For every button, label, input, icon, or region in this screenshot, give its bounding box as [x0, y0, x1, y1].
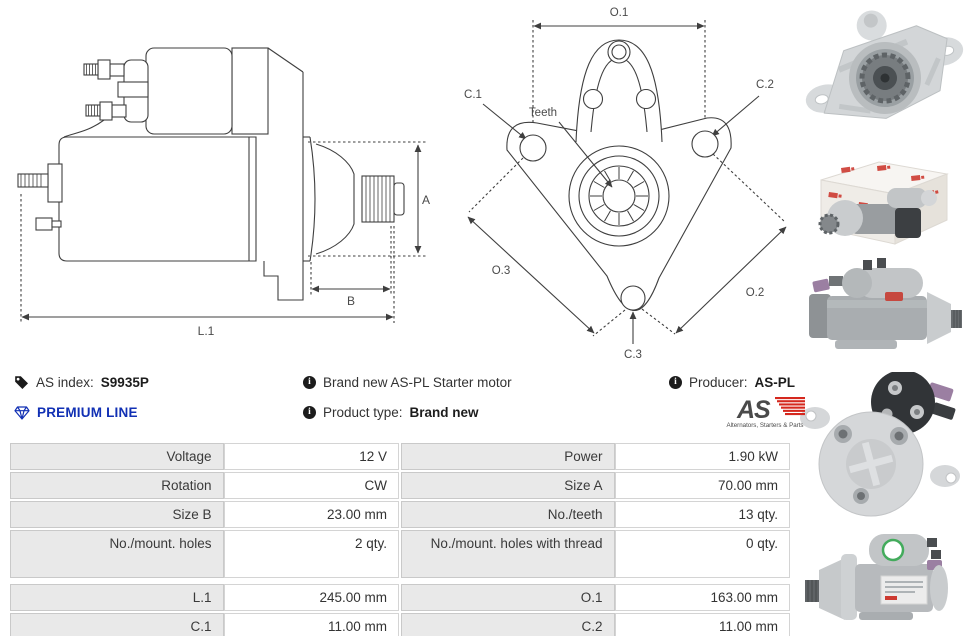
as-index-line: AS index: S9935P — [14, 374, 149, 391]
spec-label: Size A — [401, 472, 615, 499]
tag-icon — [15, 376, 28, 389]
table-group-spacer — [10, 580, 399, 582]
dim-label-o2: O.2 — [746, 287, 765, 299]
spec-label: No./mount. holes — [10, 530, 224, 578]
spec-table-right: Power 1.90 kW Size A 70.00 mm No./teeth … — [401, 441, 790, 636]
dim-label-o3: O.3 — [492, 265, 511, 277]
as-index-label: AS index: — [36, 375, 94, 390]
producer-line: i Producer: AS-PL — [669, 374, 795, 391]
dim-label-l1: L.1 — [198, 324, 215, 338]
spec-label: No./teeth — [401, 501, 615, 528]
logo-text: AS — [736, 396, 771, 424]
diamond-icon — [14, 405, 30, 420]
dim-label-a: A — [422, 193, 430, 207]
table-row: No./teeth 13 qty. — [401, 501, 790, 528]
table-row: Size B 23.00 mm — [10, 501, 399, 528]
table-row: Rotation CW — [10, 472, 399, 499]
table-row: C.2 11.00 mm — [401, 613, 790, 636]
table-row: Size A 70.00 mm — [401, 472, 790, 499]
spec-label: O.1 — [401, 584, 615, 611]
producer-info-column: i Producer: AS-PL — [669, 374, 795, 391]
spec-label: Power — [401, 443, 615, 470]
dim-label-c2: C.2 — [756, 79, 774, 91]
table-row: L.1 245.00 mm — [10, 584, 399, 611]
table-row: C.1 11.00 mm — [10, 613, 399, 636]
info-icon: i — [303, 406, 316, 419]
product-photo-packaging-box[interactable] — [799, 154, 965, 250]
dim-label-c3: C.3 — [624, 349, 642, 361]
front-view-drawing: O.1 C.1 C.2 Teeth O.3 O.2 C.3 — [443, 0, 795, 369]
table-row: No./mount. holes with thread 0 qty. — [401, 530, 790, 578]
spec-label: Rotation — [10, 472, 224, 499]
spec-value: 23.00 mm — [223, 501, 399, 528]
info-icon: i — [669, 376, 682, 389]
spec-label: Size B — [10, 501, 224, 528]
premium-line-label: PREMIUM LINE — [37, 405, 138, 420]
spec-value: 12 V — [223, 443, 399, 470]
product-type-label: Product type: — [323, 405, 403, 420]
product-type-value: Brand new — [409, 405, 479, 420]
spec-label: No./mount. holes with thread — [401, 530, 615, 578]
product-photo-side-view-alt[interactable] — [799, 520, 965, 636]
info-icon: i — [303, 376, 316, 389]
description-line: i Brand new AS-PL Starter motor — [303, 374, 512, 391]
product-photo-side-view[interactable] — [799, 252, 965, 370]
spec-value: 1.90 kW — [614, 443, 790, 470]
spec-value: 245.00 mm — [223, 584, 399, 611]
dim-label-b: B — [347, 294, 355, 308]
spec-label: Voltage — [10, 443, 224, 470]
side-view-drawing: A B L.1 — [6, 4, 438, 365]
producer-value: AS-PL — [754, 375, 796, 390]
table-row: Voltage 12 V — [10, 443, 399, 470]
table-row: No./mount. holes 2 qty. — [10, 530, 399, 578]
product-photo-drive-end[interactable] — [799, 2, 965, 152]
dim-label-c1: C.1 — [464, 89, 482, 101]
product-description: Brand new AS-PL Starter motor — [323, 375, 512, 390]
index-info-column: AS index: S9935P PREMIUM LINE — [14, 374, 149, 421]
logo-tagline: Alternators, Starters & Parts — [726, 422, 803, 429]
spec-label: C.2 — [401, 613, 615, 636]
premium-line-badge[interactable]: PREMIUM LINE — [14, 404, 149, 421]
spec-value: 13 qty. — [614, 501, 790, 528]
table-group-spacer — [401, 580, 790, 582]
starter-front-view-diagram: O.1 C.1 C.2 Teeth O.3 O.2 C.3 — [464, 7, 787, 361]
spec-value: 2 qty. — [223, 530, 399, 578]
product-photo-rear-view[interactable] — [799, 372, 965, 518]
producer-label: Producer: — [689, 375, 748, 390]
as-pl-logo-icon: AS Alternators, Starters & Parts — [726, 396, 805, 429]
as-index-value: S9935P — [100, 375, 149, 390]
teeth-label: Teeth — [529, 107, 557, 119]
table-row: Power 1.90 kW — [401, 443, 790, 470]
dim-label-o1: O.1 — [610, 7, 629, 19]
product-photo-column — [799, 2, 965, 636]
spec-value: 11.00 mm — [223, 613, 399, 636]
table-row: O.1 163.00 mm — [401, 584, 790, 611]
as-pl-brand-logo: AS Alternators, Starters & Parts — [721, 394, 809, 435]
spec-label: C.1 — [10, 613, 224, 636]
spec-value: CW — [223, 472, 399, 499]
product-type-line: i Product type: Brand new — [303, 404, 512, 421]
spec-value: 163.00 mm — [614, 584, 790, 611]
spec-label: L.1 — [10, 584, 224, 611]
spec-value: 0 qty. — [614, 530, 790, 578]
spec-value: 70.00 mm — [614, 472, 790, 499]
description-info-column: i Brand new AS-PL Starter motor i Produc… — [303, 374, 512, 421]
spec-value: 11.00 mm — [614, 613, 790, 636]
starter-side-view-diagram: A B L.1 — [17, 47, 430, 338]
spec-table-left: Voltage 12 V Rotation CW Size B 23.00 mm… — [10, 441, 399, 636]
